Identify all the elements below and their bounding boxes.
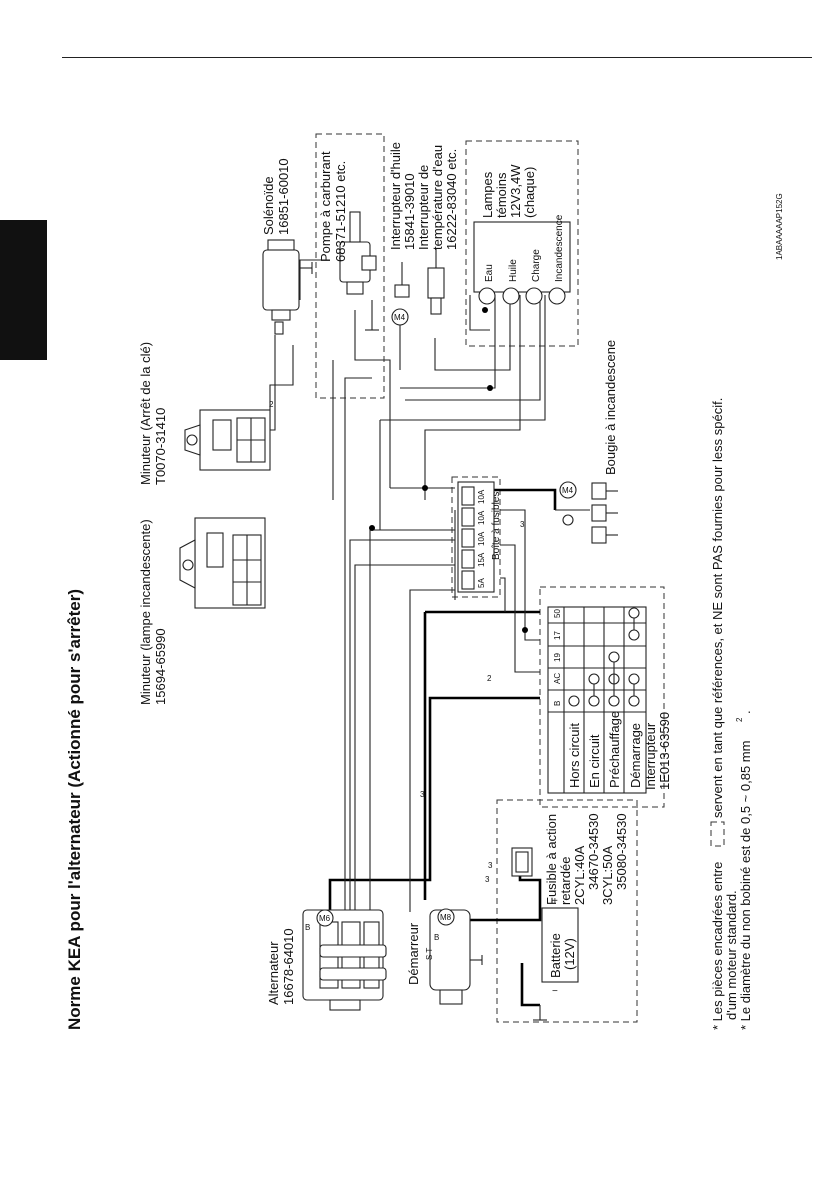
fuse-rating: 15A [477,552,486,567]
oil-switch-part: 15841-39010 [402,173,417,250]
fuel-pump-label: Pompe à carburant [318,151,333,262]
switch-col-50: 50 [553,609,562,618]
lamps-label-3: 12V3,4W [508,164,523,218]
starter-b-terminal: B [434,933,439,942]
fuse-rating: 5A [477,578,486,588]
switch-row-start: Démarrage [628,723,643,788]
oil-pressure-switch: M4 [391,262,410,326]
wire-harness [265,259,590,1007]
lamps-reference-box [465,140,579,347]
key-timer-part: T0070-31410 [153,408,168,485]
fuse-label-5: 3CYL:50A [600,845,615,905]
temp-switch-part: 16222-83040 etc. [444,149,459,250]
alternator: M6 B [302,909,387,1011]
battery-reference-box [496,799,638,1023]
lamp-water: Eau [484,264,495,282]
wire-mark: 3 [485,875,490,884]
solenoid [262,239,313,335]
temp-switch-label-2: température d'eau [430,145,445,250]
slow-blow-fuse [511,847,533,877]
switch-row-on: En circuit [587,734,602,788]
lamps-label-1: Lampes [480,171,495,218]
starter-connector-mark: M8 [440,913,452,922]
wire-mark: 3 [520,520,525,529]
fuel-pump [339,211,379,331]
alternator-part: 16678-64010 [281,928,296,1005]
note-line-1: * Les pièces encadrées entre [710,862,725,1030]
battery-label: Batterie [548,933,563,978]
pilot-lamp-panel: Eau Huile Charge Incandescence [473,214,571,305]
fuse-box-label: Boîte à fusibles [491,492,502,560]
glow-plugs: M4 [559,481,618,544]
starter-st-terminal: S T [425,948,434,960]
switch-row-off: Hors circuit [567,723,582,788]
lamp-oil: Huile [508,259,519,282]
alternator-connector-mark: M6 [319,914,331,923]
starter-motor: M8 B S T [425,908,483,1005]
wire-mark: 3 [488,861,493,870]
switch-row-preheat: Préchauffage [607,711,622,788]
switch-label: Interrupteur [643,722,658,790]
switch-col-ac: AC [553,673,562,684]
section-tab [0,220,47,360]
note-period: . [738,710,753,714]
fuel-pump-part: 68371-51210 etc. [333,161,348,262]
glow-timer-label: Minuteur (lampe incandescente) [138,519,153,705]
lamps-label-2: témoins [494,172,509,218]
wire-mark: 3 [420,790,425,799]
water-temp-switch [427,248,445,315]
glow-timer-part: 15694-65990 [153,628,168,705]
fuse-rating: 10A [477,510,486,525]
switch-col-19: 19 [553,653,562,662]
switch-part: 1E013-63590 [657,712,672,790]
note-dashed-box-symbol [710,821,725,847]
solenoid-part: 16851-60010 [276,158,291,235]
battery-minus: − [552,986,558,997]
key-switch-table: B AC 19 17 50 Hors circuit En circuit Pr… [547,606,647,794]
fuel-pump-reference-box [315,133,385,399]
header-rule [62,57,812,58]
glow-connector-mark: M4 [562,486,574,495]
lamp-charge: Charge [531,249,542,282]
wire-mark: 2 [269,400,274,409]
fuse-label-6: 35080-34530 [614,813,629,890]
fuse-label-1: Fusible à action [544,814,559,905]
oil-switch-label: Interrupteur d'huile [388,142,403,250]
switch-col-17: 17 [553,631,562,640]
junction-dots [369,307,528,633]
switch-col-b: B [553,701,562,706]
wire-mark: 2 [487,674,492,683]
fuse-box: 10A 10A 10A 15A 5A [457,481,495,593]
note-line-2: d'um moteur standard. [724,890,739,1020]
starter-label: Démarreur [406,922,421,985]
glow-plug-label: Bougie à incandescene [603,340,618,475]
battery: Batterie (12V) + − [541,896,579,997]
glow-timer [179,517,266,609]
fuse-box-outline [451,476,501,598]
fuse-label-3: 2CYL:40A [572,845,587,905]
switch-reference-box [539,586,665,808]
note-superscript: 2 [735,717,744,722]
note-line-3: * Le diamètre du non bobiné est de 0,5 ~… [738,741,753,1030]
fuse-label-4: 34670-34530 [586,813,601,890]
battery-voltage: (12V) [562,938,577,970]
figure-code: 1ABAAAAAP152G [775,193,784,260]
fuse-rating: 10A [477,531,486,546]
alternator-label: Alternateur [266,941,281,1005]
note-line-1b: servent en tant que références, et NE so… [710,398,725,818]
fuse-rating: 10A [477,489,486,504]
lamps-label-4: (chaque) [522,167,537,218]
battery-plus: + [552,896,558,907]
oil-switch-connector-mark: M4 [394,313,406,322]
fuse-label-2: retardée [558,857,573,905]
lamp-glow: Incandescence [554,214,565,282]
page-title: Norme KEA pour l'alternateur (Actionné p… [65,589,84,1030]
key-stop-timer [184,409,271,471]
key-timer-label: Minuteur (Arrêt de la clé) [138,342,153,485]
solenoid-label: Solénoïde [261,176,276,235]
temp-switch-label-1: Interrupteur de [416,165,431,250]
alternator-b-terminal: B [305,923,310,932]
